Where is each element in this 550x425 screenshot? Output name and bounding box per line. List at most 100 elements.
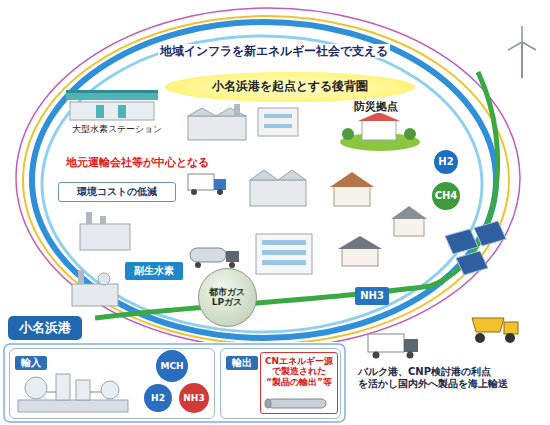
building-icon bbox=[258, 108, 298, 136]
import-plant-icon bbox=[101, 381, 119, 399]
panel-tag: 輸出 bbox=[226, 356, 258, 370]
house-icon bbox=[330, 172, 374, 206]
facility-label: 防災拠点 bbox=[352, 100, 400, 113]
office-icon bbox=[262, 260, 306, 265]
truck-icon bbox=[368, 334, 404, 352]
tank-text: 都市ガス LPガス bbox=[204, 287, 250, 308]
tag-box: 副生水素 bbox=[125, 262, 183, 280]
house-icon bbox=[338, 236, 382, 266]
import-plant-icon bbox=[47, 392, 56, 393]
energy-rings bbox=[23, 16, 509, 342]
export-panel: 輸出 CNエネルギー源 で製造された “製品の輸出”等 bbox=[220, 348, 341, 419]
hydrogen-station-icon bbox=[66, 93, 158, 100]
info-box: 環境コストの低減 bbox=[58, 182, 176, 202]
dump-truck-icon bbox=[504, 322, 518, 334]
tanker-truck-icon bbox=[190, 248, 226, 262]
house-icon bbox=[330, 172, 374, 187]
truck-icon bbox=[373, 352, 380, 359]
molecule-label: H2 bbox=[438, 156, 453, 168]
house-icon bbox=[391, 206, 427, 236]
solar-panel-icon bbox=[474, 221, 506, 246]
tanker-truck-icon bbox=[226, 251, 239, 262]
gas-tank: 都市ガス LPガス bbox=[198, 268, 257, 327]
truck-icon bbox=[191, 189, 197, 195]
factory-icon bbox=[188, 116, 246, 140]
import-plant-icon bbox=[56, 374, 70, 400]
hydrogen-station-icon bbox=[118, 105, 126, 118]
hydrogen-station-icon bbox=[66, 90, 158, 120]
export-box: CNエネルギー源 で製造された “製品の輸出”等 bbox=[260, 352, 338, 414]
disaster-base-icon bbox=[358, 112, 400, 121]
dump-truck-icon bbox=[472, 318, 504, 332]
plant-icon bbox=[72, 270, 118, 306]
factory-icon bbox=[250, 180, 306, 206]
truck-icon bbox=[404, 339, 418, 352]
molecule-circle: CH4 bbox=[430, 180, 462, 212]
solar-panel-icon bbox=[445, 221, 506, 275]
house-icon bbox=[342, 248, 378, 266]
truck-icon bbox=[188, 174, 226, 195]
office-icon bbox=[256, 234, 312, 274]
tag-text: NH3 bbox=[360, 290, 384, 302]
house-icon bbox=[391, 206, 427, 219]
office-icon bbox=[262, 240, 306, 245]
house-icon bbox=[338, 236, 382, 249]
molecule-label: NH3 bbox=[183, 393, 204, 403]
port-box: 小名浜港 bbox=[8, 316, 82, 340]
hydrogen-station-icon bbox=[96, 105, 104, 118]
truck-icon bbox=[368, 334, 418, 359]
factory-icon bbox=[250, 170, 306, 180]
note-text: バルク港、CNP検討港の利点 を活かし国内外へ製品を海上輸送 bbox=[356, 366, 548, 390]
facility-label: 大型水素ステーション bbox=[70, 124, 164, 135]
dump-truck-icon bbox=[475, 333, 485, 343]
import-plant-icon bbox=[18, 400, 128, 412]
house-icon bbox=[394, 218, 424, 236]
region-ellipse: 小名浜港を起点とする後背圏 bbox=[165, 72, 415, 102]
export-text: CNエネルギー源 で製造された “製品の輸出”等 bbox=[265, 356, 333, 387]
import-panel: 輸入MCHH2NH3 bbox=[9, 348, 215, 419]
region-title: 小名浜港を起点とする後背圏 bbox=[212, 80, 368, 94]
info-text: 環境コストの低減 bbox=[77, 186, 157, 198]
molecule-label: MCH bbox=[160, 361, 183, 371]
energy-rings bbox=[16, 8, 520, 342]
tag-box: NH3 bbox=[355, 287, 389, 305]
molecule-circle: H2 bbox=[432, 148, 460, 176]
disaster-base-icon bbox=[362, 120, 396, 140]
bottom-frame bbox=[4, 344, 345, 422]
molecule-circle: NH3 bbox=[179, 383, 209, 413]
building-icon bbox=[258, 108, 298, 136]
solar-panel-icon bbox=[445, 229, 478, 254]
tanker-truck-icon bbox=[195, 262, 201, 268]
dump-truck-icon bbox=[472, 318, 518, 343]
building-icon bbox=[264, 124, 292, 128]
molecule-circle: MCH bbox=[156, 350, 188, 382]
plant-icon bbox=[72, 284, 118, 306]
solar-panel-icon bbox=[456, 251, 488, 275]
wind-turbine-icon bbox=[508, 26, 536, 78]
pipe-product-icon bbox=[268, 399, 326, 408]
office-icon bbox=[256, 234, 312, 274]
energy-rings bbox=[32, 22, 496, 338]
plant-icon bbox=[78, 270, 84, 284]
plant-icon bbox=[98, 273, 110, 285]
factory-icon bbox=[250, 170, 306, 206]
truck-icon bbox=[407, 352, 414, 359]
office-icon bbox=[262, 250, 306, 255]
factory-icon bbox=[80, 224, 130, 250]
factory-icon bbox=[80, 212, 130, 250]
molecule-circle: H2 bbox=[144, 384, 172, 412]
pipe-product-icon bbox=[265, 399, 326, 408]
disaster-base-icon bbox=[340, 112, 420, 151]
tanker-truck-icon bbox=[190, 248, 239, 268]
import-plant-icon bbox=[18, 374, 128, 412]
factory-icon bbox=[234, 104, 240, 116]
wind-turbine-icon bbox=[521, 26, 523, 42]
factory-icon bbox=[86, 212, 92, 224]
ring-title: 地域インフラを新エネルギー社会で支える bbox=[158, 44, 390, 58]
energy-rings bbox=[16, 8, 520, 342]
import-plant-icon bbox=[76, 380, 90, 400]
tanker-truck-icon bbox=[229, 262, 235, 268]
molecule-label: H2 bbox=[151, 393, 165, 403]
bottom-frame bbox=[4, 344, 345, 422]
house-icon bbox=[334, 186, 370, 206]
